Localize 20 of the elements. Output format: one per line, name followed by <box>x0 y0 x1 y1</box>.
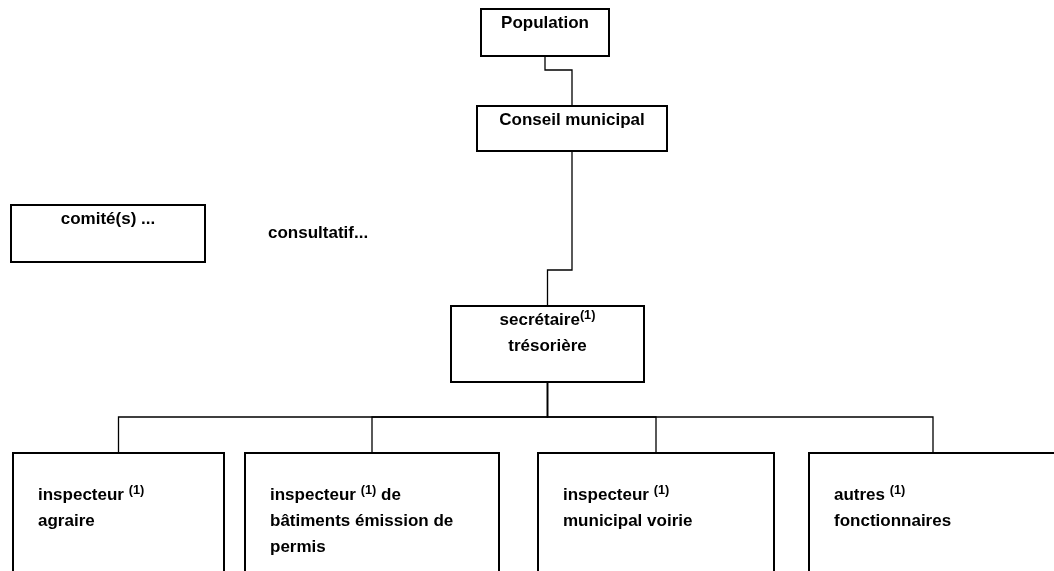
org-box <box>12 452 225 571</box>
connector-line <box>544 56 573 106</box>
org-box <box>476 105 668 152</box>
box-label: inspecteur $^{(1)}$ de bâtiments émission de permis <box>270 482 455 558</box>
connector-line <box>546 382 934 453</box>
org-box <box>10 204 206 263</box>
org-box <box>808 452 1054 571</box>
org-box <box>480 8 610 57</box>
box-label: inspecteur $^{(1)}$ agraire <box>38 482 146 532</box>
box-label: Population <box>501 12 589 34</box>
box-label: autres $^{(1)}$ fonctionnaires <box>834 482 953 532</box>
box-label: comité(s) ... <box>60 208 156 230</box>
org-box <box>244 452 500 571</box>
connector-line <box>546 151 573 306</box>
box-label: inspecteur $^{(1)}$ municipal voirie <box>563 482 694 532</box>
org-box <box>537 452 775 571</box>
box-label: secrétaire$^{(1)}$ trésorière <box>498 307 597 357</box>
annotation-text: consultatif... <box>268 222 369 244</box>
box-label: Conseil municipal <box>499 109 645 131</box>
org-box <box>450 305 645 383</box>
